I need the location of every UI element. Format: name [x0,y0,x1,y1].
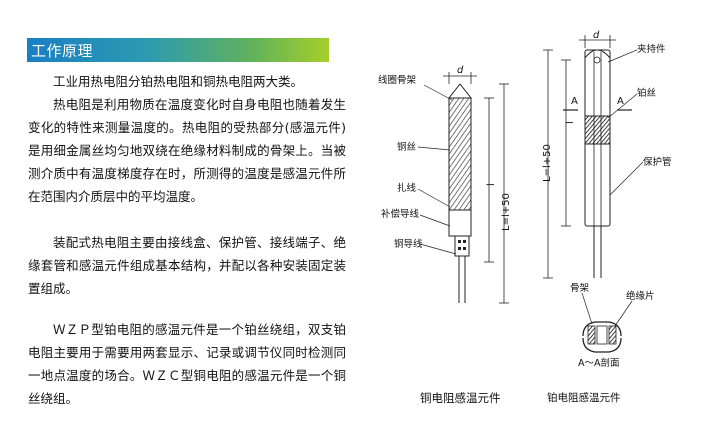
copper-label-lead: 铜导线 [394,238,423,250]
pt-label-insulator: 绝缘片 [626,290,655,302]
section-header-bar: 工作原理 [27,38,329,62]
copper-label-compensation: 补偿导线 [381,208,420,220]
section-title: 工作原理 [31,42,94,60]
pt-label-clamp: 夹持件 [637,43,666,55]
paragraph-3: 装配式热电阻主要由接线盒、保护管、接线端子、绝缘套管和感温元件组成基本结构，并配… [28,235,346,296]
copper-label-binding: 扎线 [397,182,417,194]
copper-dim-L: L=l+50 [501,193,512,231]
paragraph-4: ＷＺＰ型铂电阻的感温元件是一个铂丝绕组，双支铂电阻主要用于需要用两套显示、记录或… [28,322,346,406]
pt-dim-A-left: A [571,96,578,107]
pt-label-wire: 铂丝 [637,87,656,99]
copper-dim-d: d [457,65,464,76]
pt-label-frame: 骨架 [570,283,590,294]
paragraph-1: 工业用热电阻分铂热电阻和铜热电阻两大类。 [53,74,304,89]
platinum-element-drawing [543,35,644,353]
paragraph-2: 热电阻是利用物质在温度变化时自身电阻也随着发生变化的特性来测量温度的。热电阻的受… [28,97,346,204]
copper-dim-l: l [486,183,497,186]
pt-label-tube: 保护管 [643,156,672,168]
copper-label-wire: 铜丝 [397,141,416,153]
pt-dim-L: L=l+50 [542,144,553,182]
pt-dim-A-right: A [617,96,624,107]
platinum-caption: 铂电阻感温元件 [547,392,621,404]
copper-caption: 铜电阻感温元件 [420,391,501,405]
pt-dim-l: l [565,121,576,124]
copper-element-drawing [417,72,509,304]
pt-label-section: A～A剖面 [578,357,620,369]
pt-dim-d: d [593,30,600,41]
copper-label-frame: 线圈骨架 [378,74,417,86]
